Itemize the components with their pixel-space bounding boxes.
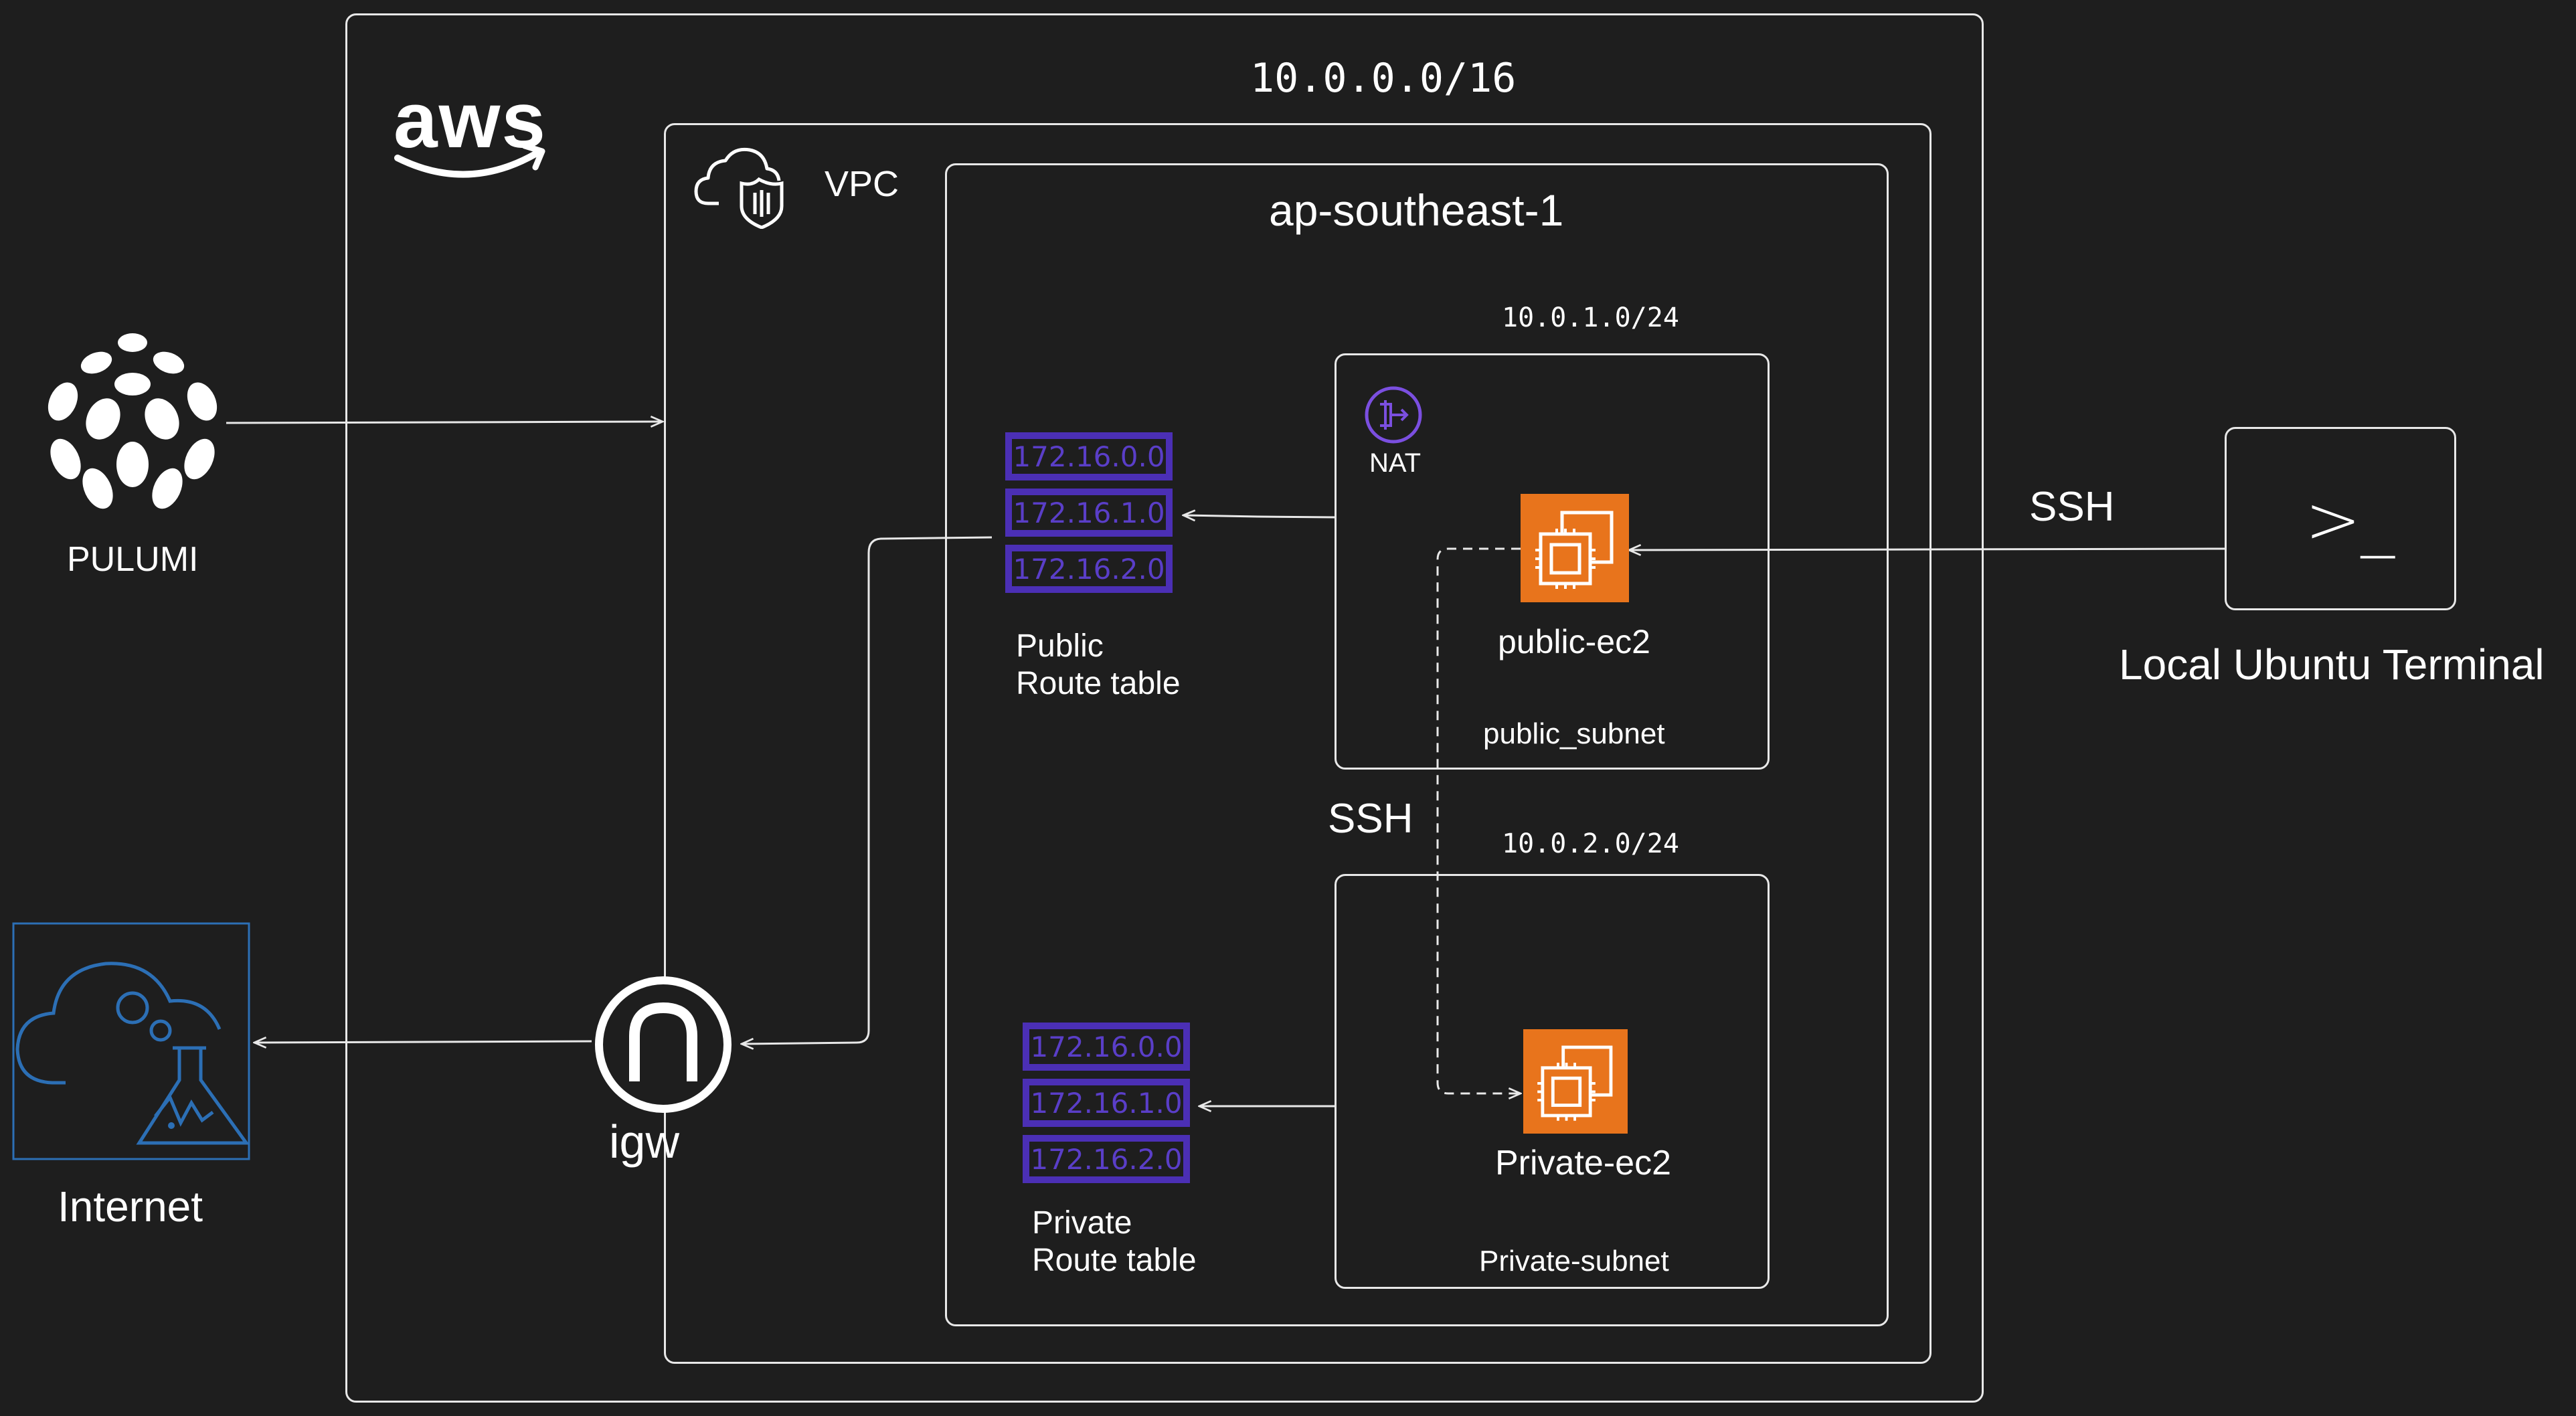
public-route-entry: 172.16.2.0 [1005,545,1173,593]
private-subnet-box [1335,874,1770,1289]
private-route-entry: 172.16.1.0 [1023,1079,1190,1127]
terminal-to-public-ec2-arrow [1629,549,2225,550]
internet-cloud-flask-icon [12,922,250,1160]
public-subnet-label: public_subnet [1483,717,1665,750]
region-box [945,163,1889,1326]
public-route-entry: 172.16.0.0 [1005,432,1173,480]
ec2-chip-icon [1521,494,1629,602]
private-route-table-label-line2: Route table [1032,1243,1197,1278]
public-subnet-to-route-table-arrow [1183,515,1335,517]
private-route-entry: 172.16.0.0 [1023,1023,1190,1071]
internal-ssh-label: SSH [1328,796,1413,842]
private-subnet-label: Private-subnet [1479,1245,1669,1277]
public-subnet-box [1335,353,1770,770]
private-subnet-cidr: 10.0.2.0/24 [1502,828,1679,859]
route-table-to-igw-arrow [742,536,993,1044]
aws-logo-text: aws [394,76,547,165]
external-ssh-label: SSH [2029,484,2115,530]
public-route-table-label-line1: Public [1016,628,1104,664]
igw-label: igw [609,1116,680,1168]
vpc-label: VPC [825,164,899,204]
igw-to-internet-arrow [254,1041,592,1043]
nat-label: NAT [1369,448,1422,478]
public-route-table-label: Public Route table [1016,628,1181,703]
vpc-shield-cloud-icon [692,142,792,230]
pulumi-logo [39,328,226,515]
private-route-table-label: Private Route table [1032,1205,1197,1279]
region-label: ap-southeast-1 [1269,185,1564,235]
ec2-chip-icon [1523,1029,1628,1134]
vpc-box [664,123,1931,1364]
public-route-table-label-line2: Route table [1016,666,1181,701]
pulumi-to-vpc-arrow [226,422,663,423]
aws-logo: aws [394,76,554,186]
private-route-table-label-line1: Private [1032,1205,1132,1241]
public-route-entry: 172.16.1.0 [1005,489,1173,537]
terminal-box [2225,427,2456,610]
public-ec2-label: public-ec2 [1498,623,1650,660]
nat-gateway-icon [1363,384,1424,446]
terminal-icon: >_ [2305,480,2395,559]
public-subnet-cidr: 10.0.1.0/24 [1502,302,1679,333]
terminal-label: Local Ubuntu Terminal [2119,640,2545,689]
igw-arch-icon [593,974,734,1115]
aws-account-box [345,13,1984,1403]
pulumi-label: PULUMI [67,540,199,579]
private-ec2-label: Private-ec2 [1495,1144,1671,1182]
vpc-cidr-label: 10.0.0.0/16 [1250,55,1517,102]
private-route-entry: 172.16.2.0 [1023,1135,1190,1183]
internet-label: Internet [58,1182,203,1231]
